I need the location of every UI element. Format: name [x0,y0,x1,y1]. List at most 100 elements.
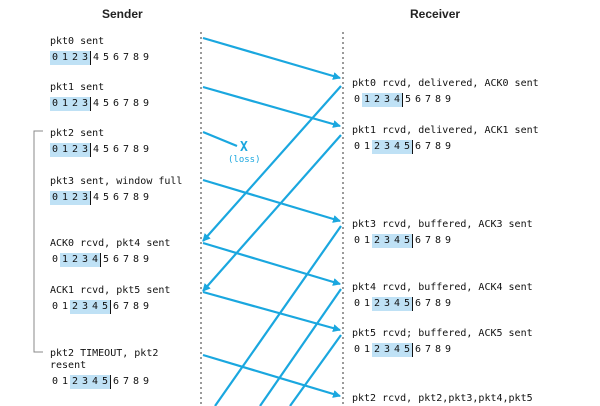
seq-number: 5 [100,375,111,389]
seq-number: 2 [70,253,80,267]
seq-number: 1 [363,344,371,355]
ack1-arrow [202,134,342,292]
seq-number: 9 [142,98,150,109]
seq-number: 9 [142,52,150,63]
seq-number: 1 [363,141,371,152]
seq-number: 4 [90,375,100,389]
ack0-arrow [202,85,342,242]
seq-number: 0 [51,301,59,312]
sender-event-label: pkt3 sent, window full [50,176,183,187]
sender-event-label: ACK0 rcvd, pkt4 sent [50,238,171,249]
pkt1-arrow [202,85,341,128]
seq-number: 1 [363,235,371,246]
receiver-event-label: pkt3 rcvd, buffered, ACK3 sent [352,219,533,230]
seq-number: 4 [90,300,100,314]
seq-number: 7 [424,235,432,246]
seq-number: 2 [372,343,382,357]
pkt2-timer-bracket [33,130,43,353]
seq-number: 5 [102,52,110,63]
seq-number: 9 [142,376,150,387]
seq-number: 2 [70,51,80,65]
seq-number: 0 [50,51,60,65]
seq-number: 5 [404,94,412,105]
seq-number: 9 [444,94,452,105]
sender-event-label: pkt2 TIMEOUT, pkt2 resent [50,348,159,371]
seq-number: 2 [372,93,382,107]
seq-number: 6 [112,301,120,312]
seq-number: 6 [112,52,120,63]
seq-number: 1 [61,376,69,387]
seq-number: 0 [51,376,59,387]
seq-number: 3 [80,191,91,205]
seq-number: 2 [70,191,80,205]
seq-number: 9 [142,254,150,265]
seq-number: 8 [132,52,140,63]
ack5-arrow [289,334,342,406]
seq-number: 0 [353,141,361,152]
seq-number: 0 [353,298,361,309]
seq-number: 5 [100,300,111,314]
seq-number: 3 [382,140,392,154]
seq-number: 2 [70,300,80,314]
seq-number: 1 [60,191,70,205]
seq-number: 4 [92,144,100,155]
seq-number: 4 [92,98,100,109]
seq-number: 9 [142,144,150,155]
seq-number: 5 [102,254,110,265]
seq-number: 3 [382,234,392,248]
seq-number: 3 [80,97,91,111]
seq-number: 5 [102,144,110,155]
seq-number: 5 [102,98,110,109]
sender-event-label: pkt2 sent [50,128,105,139]
seq-number: 5 [402,234,413,248]
sender-header: Sender [102,7,143,21]
seq-number: 7 [122,144,130,155]
seq-number: 1 [362,93,372,107]
receiver-event-label: pkt5 rcvd; buffered, ACK5 sent [352,328,533,339]
seq-number: 2 [372,297,382,311]
seq-number: 7 [424,344,432,355]
ack3-arrow [214,225,342,406]
seq-number: 6 [414,235,422,246]
seq-number: 9 [444,141,452,152]
seq-number: 1 [60,97,70,111]
seq-number: 9 [444,235,452,246]
loss-x-mark: X [240,140,248,155]
receiver-event-label: pkt4 rcvd, buffered, ACK4 sent [352,282,533,293]
seq-number: 7 [424,94,432,105]
seq-number: 0 [353,235,361,246]
seq-number: 7 [424,298,432,309]
seq-number: 8 [132,144,140,155]
seq-number: 8 [434,344,442,355]
seq-number: 7 [122,192,130,203]
seq-number: 6 [414,94,422,105]
seq-number: 1 [363,298,371,309]
seq-number: 8 [434,235,442,246]
seq-number: 0 [353,94,361,105]
sender-event-label: pkt1 sent [50,82,105,93]
seq-number: 4 [90,253,101,267]
seq-number: 6 [414,141,422,152]
seq-number: 0 [50,97,60,111]
seq-number: 7 [122,376,130,387]
seq-number: 8 [132,254,140,265]
seq-number: 8 [132,376,140,387]
seq-number: 5 [402,343,413,357]
seq-number: 3 [80,300,90,314]
receiver-event-label: pkt1 rcvd, delivered, ACK1 sent [352,125,539,136]
sender-event-label: ACK1 rcvd, pkt5 sent [50,285,171,296]
seq-number: 9 [444,298,452,309]
seq-number: 6 [112,192,120,203]
seq-number: 9 [142,301,150,312]
seq-number: 8 [434,94,442,105]
pkt2-lost-arrow [202,130,238,148]
